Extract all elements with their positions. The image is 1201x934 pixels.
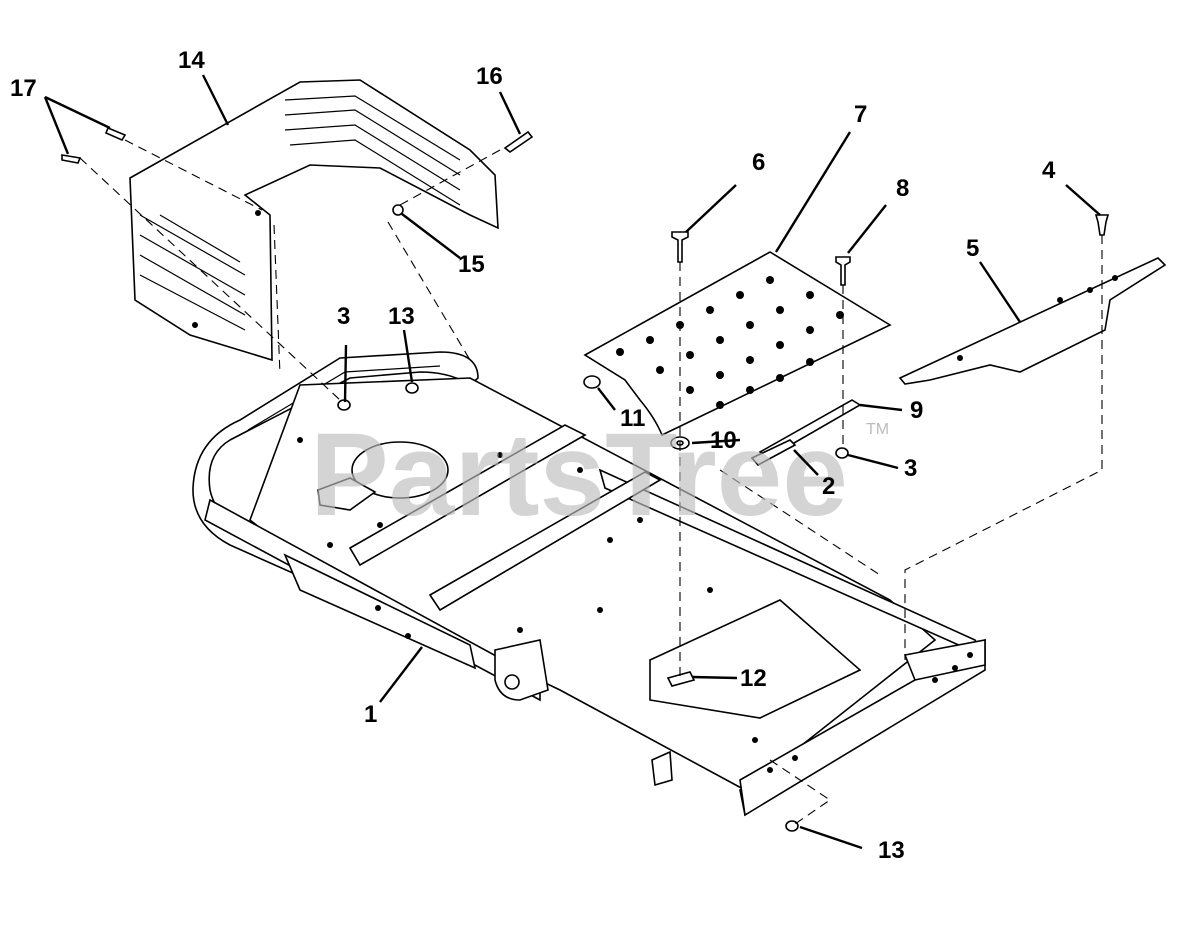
watermark-text: PartsTree (310, 409, 848, 541)
alignment-lines (79, 139, 1103, 827)
callout-12: 12 (740, 665, 767, 692)
foot-rest (898, 257, 1167, 385)
main-frame (192, 351, 987, 817)
seat-shroud (129, 79, 499, 362)
callout-13-top: 13 (388, 303, 415, 330)
callout-labels: 1 2 3 3 4 5 6 7 8 9 10 11 12 13 13 14 15… (10, 47, 1056, 864)
callout-6: 6 (752, 149, 765, 176)
callout-14: 14 (178, 47, 205, 74)
watermark-trademark: TM (866, 421, 889, 438)
leader-lines (43, 74, 1101, 850)
callout-13-bottom: 13 (878, 837, 905, 864)
callout-3-left: 3 (337, 303, 350, 330)
callout-17: 17 (10, 75, 37, 102)
callout-11: 11 (620, 405, 645, 432)
callout-10: 10 (710, 427, 737, 454)
callout-5: 5 (966, 235, 979, 262)
callout-4: 4 (1042, 157, 1056, 184)
callout-2: 2 (822, 473, 835, 500)
callout-8: 8 (896, 175, 909, 202)
callout-9: 9 (910, 397, 923, 424)
callout-7: 7 (854, 101, 867, 128)
foot-plate (583, 251, 892, 437)
callout-16: 16 (476, 63, 503, 90)
callout-1: 1 (364, 701, 377, 728)
callout-3-right: 3 (904, 455, 917, 482)
hardware (61, 126, 1110, 832)
callout-15: 15 (458, 251, 485, 278)
